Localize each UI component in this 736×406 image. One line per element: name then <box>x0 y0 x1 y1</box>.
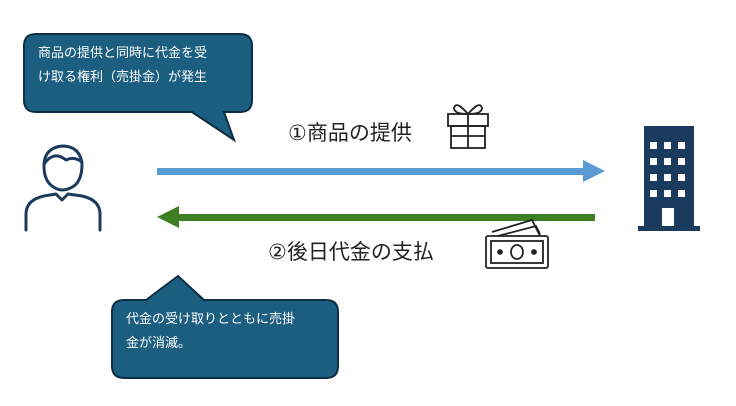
bottom-bubble-line1: 代金の受け取りとともに売掛 <box>126 312 296 327</box>
person-icon <box>24 144 102 232</box>
top-bubble-line2: け取る権利（売掛金）が発生 <box>38 70 208 85</box>
bottom-bubble-line2: 金が消滅。 <box>126 336 192 351</box>
gift-icon <box>447 104 489 149</box>
goods-arrow <box>157 160 605 182</box>
bottom-speech-bubble <box>111 274 339 379</box>
top-speech-bubble <box>23 33 253 143</box>
goods-label: ①商品の提供 <box>288 121 412 145</box>
cash-icon <box>485 218 549 269</box>
building-icon <box>638 126 700 231</box>
top-bubble-line1: 商品の提供と同時に代金を受 <box>38 46 208 61</box>
top-bubble-text: 商品の提供と同時に代金を受 け取る権利（売掛金）が発生 <box>38 42 207 90</box>
payment-arrow <box>157 206 595 228</box>
bottom-bubble-text: 代金の受け取りとともに売掛 金が消滅。 <box>126 308 295 356</box>
payment-label: ②後日代金の支払 <box>268 240 434 264</box>
